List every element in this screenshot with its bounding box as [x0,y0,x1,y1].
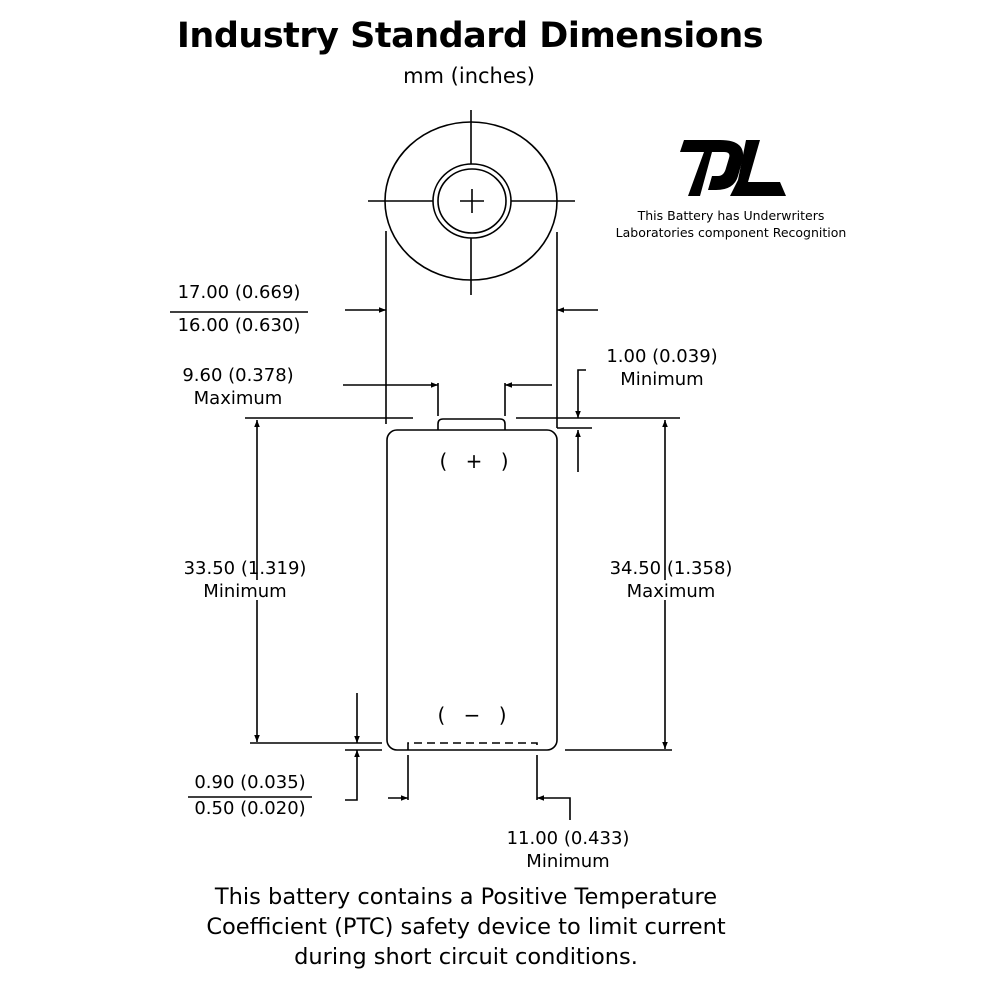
diameter-min-label: 16.00 (0.630) [177,315,301,336]
ptc-note: This battery contains a Positive Tempera… [206,882,725,972]
ul-caption-line1: This Battery has Underwriters [637,208,825,223]
ul-logo [680,140,786,196]
terminal-height-note: Minimum [620,369,704,390]
negative-polarity-label: ( − ) [437,703,507,727]
overall-height-label: 34.50 (1.358) Maximum [610,557,733,603]
overall-height-value: 34.50 (1.358) [609,558,733,579]
terminal-height-value: 1.00 (0.039) [606,346,718,367]
neg-contact-width-value: 11.00 (0.433) [506,828,630,849]
diameter-max-label: 17.00 (0.669) [177,282,301,303]
terminal-width-label: 9.60 (0.378) Maximum [182,364,293,410]
ptc-note-line1: This battery contains a Positive Tempera… [214,884,718,910]
terminal-width-note: Maximum [193,388,283,409]
negative-contact [407,742,538,750]
terminal-width-value: 9.60 (0.378) [182,365,294,386]
neg-contact-width-note: Minimum [526,851,610,872]
neg-recess-max-label: 0.90 (0.035) [194,772,306,793]
neg-contact-width-label: 11.00 (0.433) Minimum [507,827,630,873]
ul-caption-line2: Laboratories component Recognition [615,225,847,240]
body-height-label: 33.50 (1.319) Minimum [184,557,307,603]
battery-body [386,429,558,751]
positive-terminal [437,418,506,430]
terminal-height-label: 1.00 (0.039) Minimum [606,345,717,391]
body-height-value: 33.50 (1.319) [183,558,307,579]
body-height-note: Minimum [203,581,287,602]
diagram-title: Industry Standard Dimensions [176,16,764,56]
overall-height-note: Maximum [626,581,716,602]
ul-caption: This Battery has Underwriters Laboratori… [616,207,847,241]
ptc-note-line2: Coefficient (PTC) safety device to limit… [206,914,726,940]
neg-recess-min-label: 0.50 (0.020) [194,798,306,819]
top-view [368,110,575,295]
ptc-note-line3: during short circuit conditions. [294,944,638,970]
positive-polarity-label: ( + ) [439,449,509,473]
units-label: mm (inches) [403,64,535,88]
